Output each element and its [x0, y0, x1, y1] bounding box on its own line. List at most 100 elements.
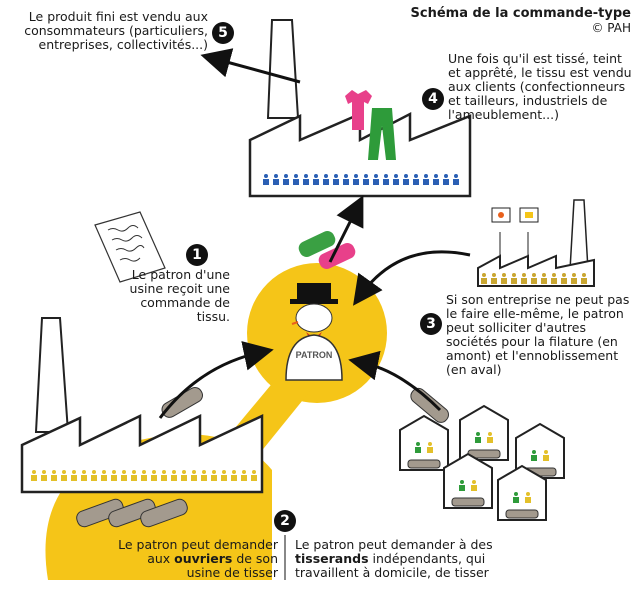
- worker-icon: [413, 174, 419, 185]
- worker-icon: [333, 174, 339, 185]
- worker-icon: [221, 470, 227, 481]
- step-2-text-b: Le patron peut demander à des tisserands…: [295, 537, 493, 580]
- worker-icon: [383, 174, 389, 185]
- worker-icon: [373, 174, 379, 185]
- step-2-text-a: Le patron peut demander aux ouvriers de …: [118, 537, 278, 580]
- worker-icon: [543, 450, 549, 461]
- step-1-badge: 1: [186, 244, 208, 266]
- worker-icon: [511, 273, 517, 284]
- house-icon: [399, 414, 449, 471]
- worker-icon: [273, 174, 279, 185]
- credit-text: © PAH: [591, 21, 631, 35]
- worker-icon: [71, 470, 77, 481]
- step-3-text: Si son entreprise ne peut pas le faire e…: [446, 292, 630, 377]
- worker-icon: [491, 273, 497, 284]
- worker-icon: [181, 470, 187, 481]
- worker-icon: [303, 174, 309, 185]
- patron-figure: PATRON: [285, 283, 343, 381]
- house-icon: [459, 404, 509, 461]
- worker-icon: [403, 174, 409, 185]
- worker-icon: [283, 174, 289, 185]
- patron-label: PATRON: [296, 350, 333, 360]
- arrow-weavers-to-patron: [348, 350, 442, 412]
- worker-icon: [91, 470, 97, 481]
- worker-icon: [521, 273, 527, 284]
- worker-icon: [121, 470, 127, 481]
- house-fabric-roll: [451, 497, 485, 507]
- arrow-bottom-factory-to-patron: [158, 341, 274, 419]
- worker-icon: [541, 273, 547, 284]
- worker-icon: [263, 174, 269, 185]
- worker-icon: [343, 174, 349, 185]
- step-1-text: Le patron d'une usine reçoit une command…: [129, 267, 230, 324]
- worker-icon: [433, 174, 439, 185]
- house-icon: [443, 452, 493, 509]
- fabric-roll-left-arrow: [161, 387, 203, 418]
- house-fabric-roll: [505, 509, 539, 519]
- fabric-rolls-colored: [298, 231, 356, 269]
- worker-icon: [513, 492, 519, 503]
- worker-icon: [81, 470, 87, 481]
- step-3-badge: 3: [420, 313, 442, 335]
- house-fabric-roll: [407, 459, 441, 469]
- order-paper-icon: [94, 211, 166, 283]
- worker-icon: [141, 470, 147, 481]
- worker-icon: [211, 470, 217, 481]
- step-5-badge: 5: [212, 22, 234, 44]
- worker-icon: [151, 470, 157, 481]
- worker-icon: [525, 492, 531, 503]
- step-4-badge: 4: [422, 88, 444, 110]
- worker-icon: [423, 174, 429, 185]
- worker-icon: [531, 450, 537, 461]
- worker-icon: [191, 470, 197, 481]
- worker-icon: [581, 273, 587, 284]
- worker-icon: [551, 273, 557, 284]
- worker-icon: [561, 273, 567, 284]
- worker-icon: [453, 174, 459, 185]
- worker-icon: [323, 174, 329, 185]
- supplier-factory: [477, 199, 595, 287]
- worker-icon: [571, 273, 577, 284]
- worker-icon: [415, 442, 421, 453]
- arrow-to-consumers: [200, 48, 301, 84]
- arrow-patron-to-factory: [328, 195, 364, 263]
- worker-icon: [487, 432, 493, 443]
- worker-icon: [531, 273, 537, 284]
- worker-icon: [171, 470, 177, 481]
- worker-icon: [111, 470, 117, 481]
- worker-icon: [313, 174, 319, 185]
- fabric-roll-right-arrow: [410, 387, 449, 423]
- worker-icon: [251, 470, 257, 481]
- worker-icon: [393, 174, 399, 185]
- worker-icon: [201, 470, 207, 481]
- worker-icon: [427, 442, 433, 453]
- top-factory: [248, 19, 472, 198]
- worker-icon: [481, 273, 487, 284]
- worker-icon: [231, 470, 237, 481]
- worker-icon: [363, 174, 369, 185]
- worker-icon: [51, 470, 57, 481]
- worker-icon: [61, 470, 67, 481]
- arrow-supplier-to-patron: [353, 250, 471, 306]
- step-2-badge: 2: [274, 510, 296, 532]
- worker-icon: [241, 470, 247, 481]
- worker-icon: [131, 470, 137, 481]
- worker-icon: [161, 470, 167, 481]
- worker-icon: [101, 470, 107, 481]
- worker-icon: [459, 480, 465, 491]
- fabric-rolls-grey: [76, 498, 188, 528]
- house-icon: [497, 464, 547, 521]
- worker-icon: [501, 273, 507, 284]
- step-5-text: Le produit fini est vendu aux consommate…: [24, 9, 208, 52]
- diagram-header: Schéma de la commande-type © PAH: [411, 6, 631, 36]
- worker-icon: [471, 480, 477, 491]
- diagram-title: Schéma de la commande-type: [410, 6, 631, 21]
- worker-icon: [475, 432, 481, 443]
- worker-icon: [41, 470, 47, 481]
- bottom-factory: [20, 317, 264, 494]
- worker-icon: [31, 470, 37, 481]
- worker-icon: [293, 174, 299, 185]
- worker-icon: [443, 174, 449, 185]
- worker-icon: [353, 174, 359, 185]
- weaver-houses: [399, 404, 565, 521]
